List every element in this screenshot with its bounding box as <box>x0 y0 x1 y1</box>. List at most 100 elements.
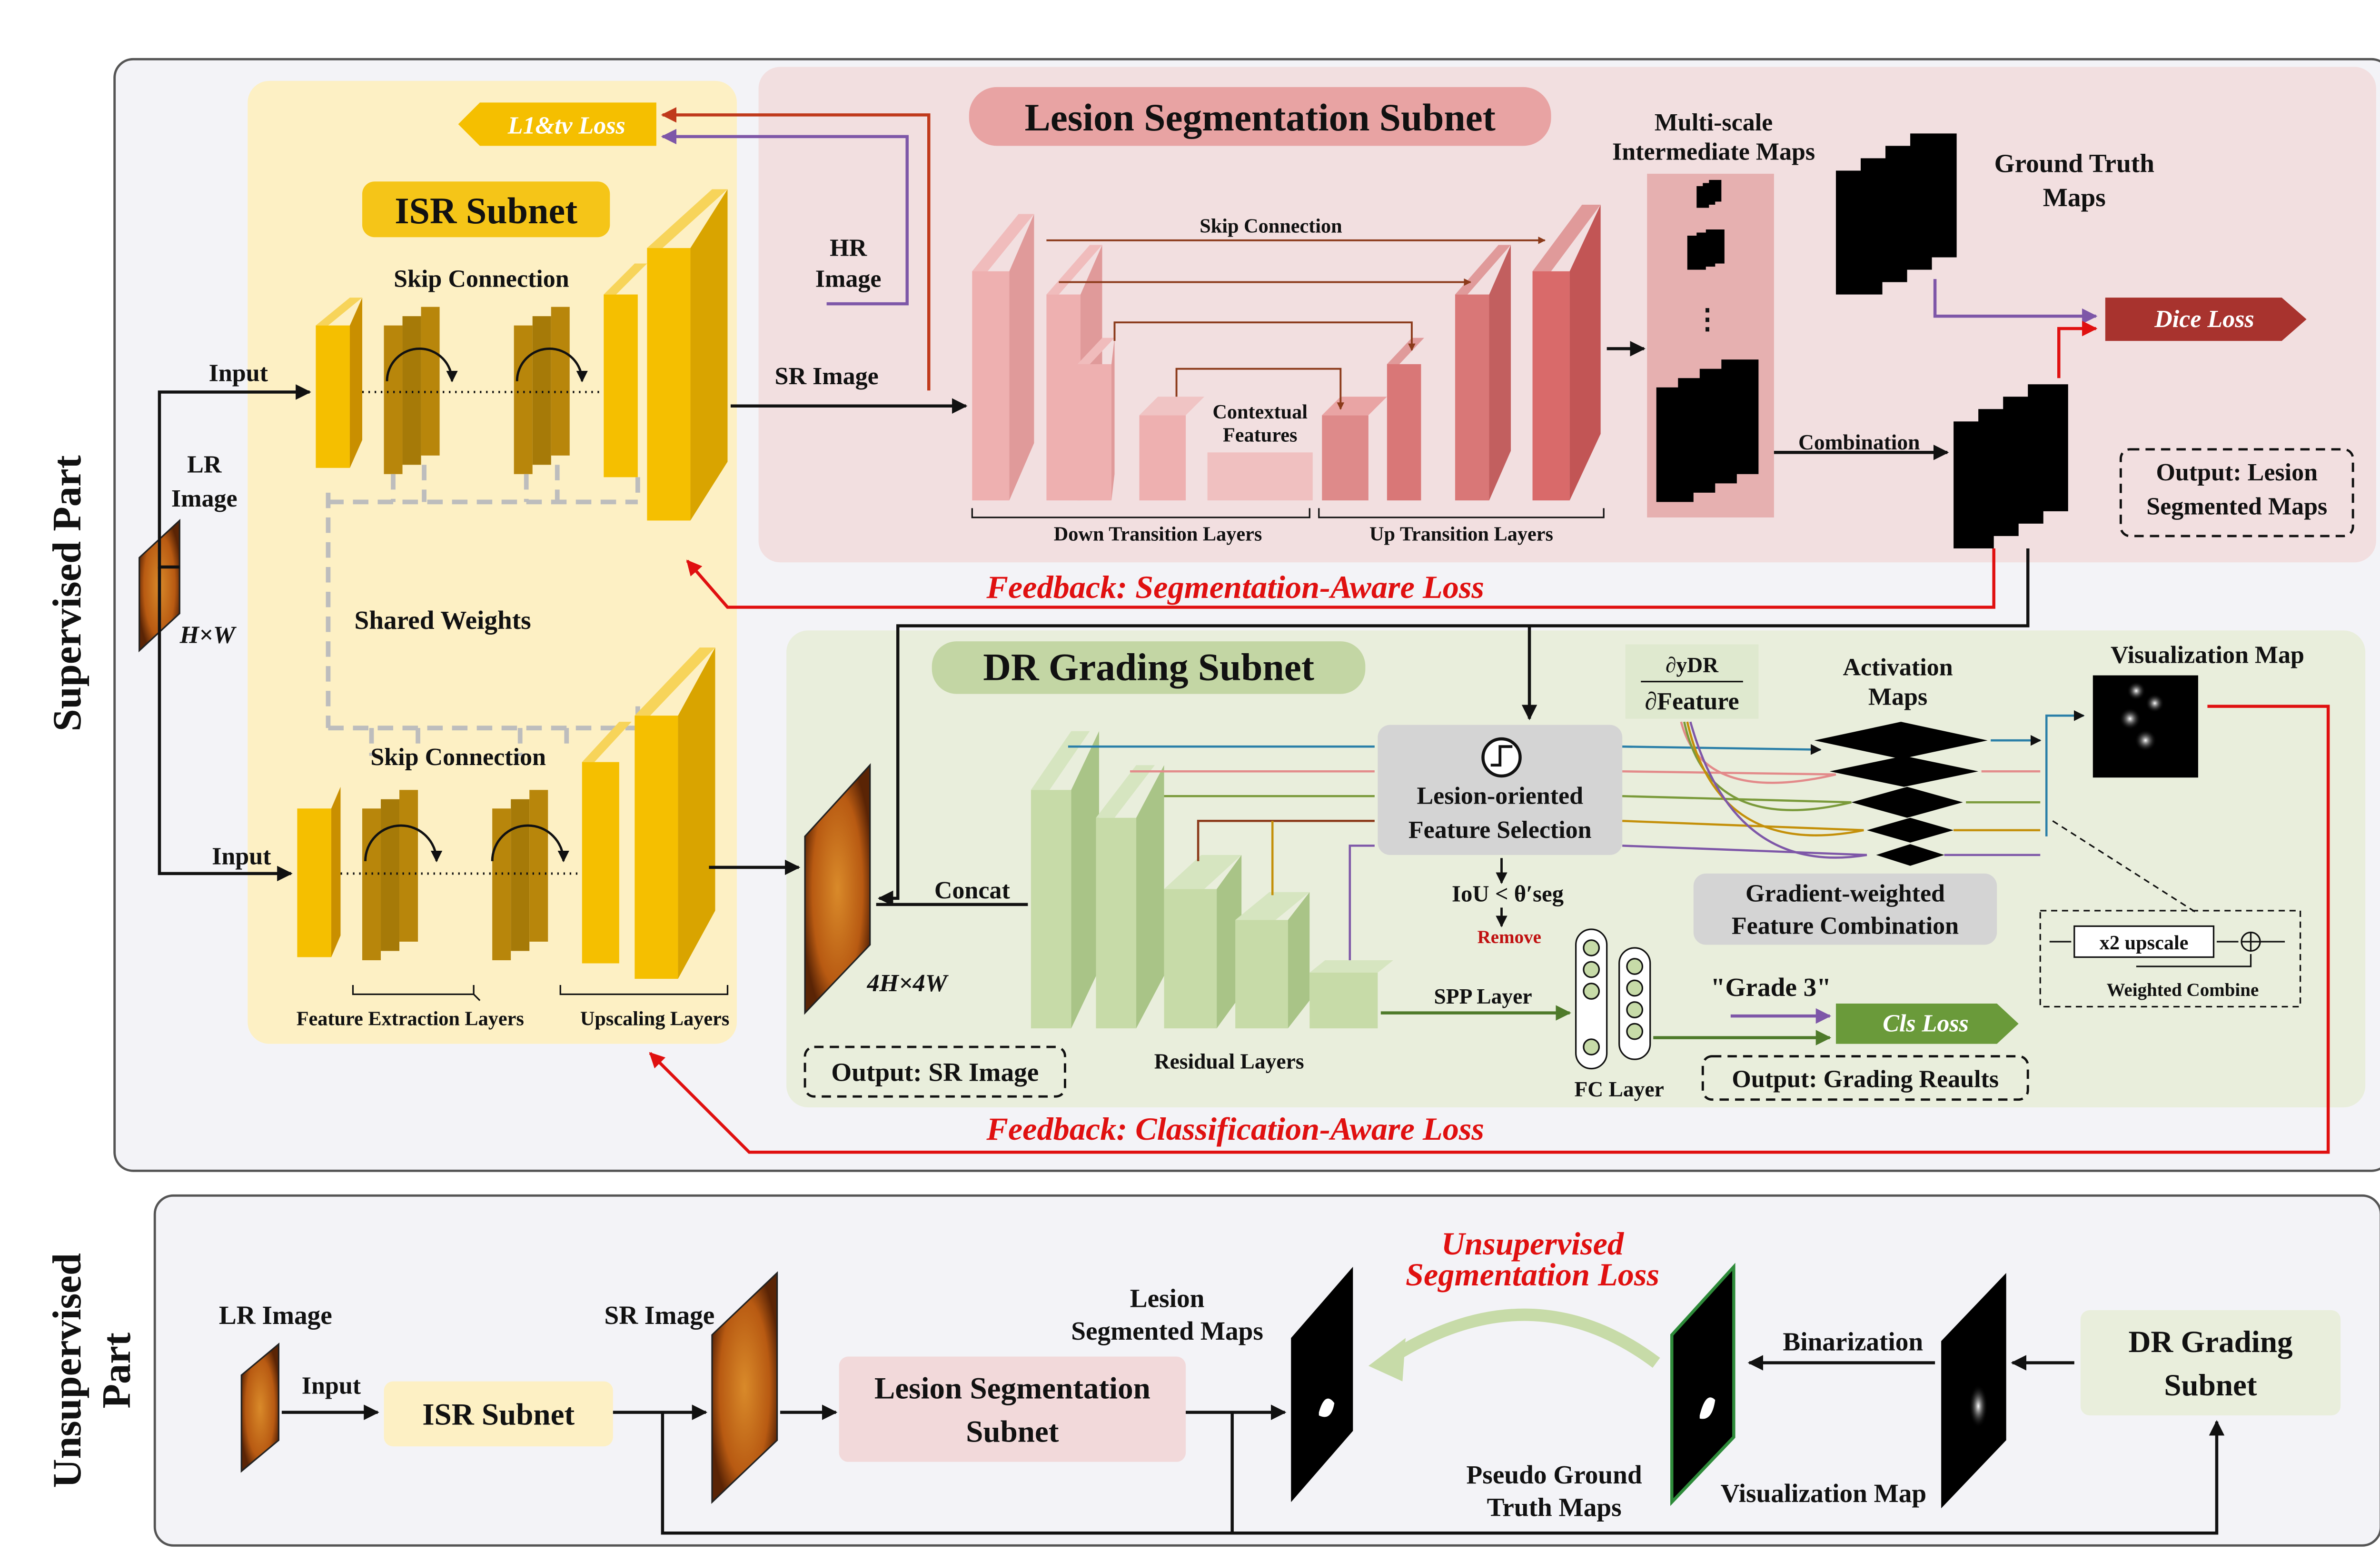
lr-label-1: LR <box>187 451 222 478</box>
gt-label-1: Ground Truth <box>1994 149 2154 178</box>
u-dr-label-2: Subnet <box>2164 1368 2257 1403</box>
sr-size-label: 4H×4W <box>867 970 949 997</box>
u-pseudo-gt-map <box>1670 1263 1735 1506</box>
up-transition-label: Up Transition Layers <box>1369 523 1553 546</box>
remove-label: Remove <box>1478 927 1541 947</box>
visualization-label: Visualization Map <box>2111 642 2304 669</box>
lofs-label-1: Lesion-oriented <box>1417 783 1583 810</box>
sr-fundus-image <box>804 763 871 1015</box>
ground-truth-maps <box>1835 133 1957 295</box>
fc-layer <box>1575 928 1651 1070</box>
u-loss-arrow <box>1390 1308 1660 1368</box>
contextual-label-1: Contextual <box>1212 401 1308 423</box>
isr-title: ISR Subnet <box>395 190 577 231</box>
unsupervised-label-2: Part <box>95 1333 139 1409</box>
u-dr-label-1: DR Grading <box>2128 1325 2292 1359</box>
spp-label: SPP Layer <box>1434 984 1532 1008</box>
activation-label-1: Activation <box>1843 654 1953 681</box>
residual-blocks <box>1031 731 1393 1029</box>
grad-denominator: ∂Feature <box>1645 688 1739 715</box>
output-grade-box <box>1701 1055 2029 1101</box>
seg-skip-label: Skip Connection <box>1200 215 1342 238</box>
isr-top-blocks <box>316 189 728 521</box>
u-input-label: Input <box>302 1373 361 1400</box>
input-bottom-label: Input <box>212 843 271 870</box>
u-seg-box <box>839 1356 1186 1462</box>
upscaling-label: Upscaling Layers <box>580 1008 729 1030</box>
output-seg-label-2: Segmented Maps <box>2146 493 2327 520</box>
cls-loss-tag <box>1835 1004 2019 1044</box>
iou-label: IoU < θ′seg <box>1452 881 1564 906</box>
feature-extraction-label: Feature Extraction Layers <box>297 1008 524 1030</box>
down-transition-label: Down Transition Layers <box>1054 523 1262 546</box>
u-seg-label-1: Lesion Segmentation <box>874 1371 1150 1405</box>
u-loss-label-2: Segmentation Loss <box>1406 1256 1659 1293</box>
activation-label-2: Maps <box>1868 683 1927 710</box>
dice-loss-label: Dice Loss <box>2154 306 2254 333</box>
output-sr-box <box>803 1045 1066 1098</box>
l1-tv-loss-label: L1&tv Loss <box>507 112 625 139</box>
output-seg-box <box>2119 448 2354 537</box>
u-pseudo-label-1: Pseudo Ground <box>1467 1460 1642 1489</box>
gradient-combination-box <box>1693 873 1997 945</box>
isr-bottom-blocks <box>297 647 715 979</box>
grade-label: "Grade 3" <box>1711 973 1831 1002</box>
u-binarization-label: Binarization <box>1783 1327 1923 1356</box>
u-seg-label-2: Subnet <box>966 1414 1059 1449</box>
concat-label: Concat <box>934 877 1011 904</box>
shared-weights-label: Shared Weights <box>355 606 531 635</box>
u-lesion-label-1: Lesion <box>1130 1283 1205 1313</box>
u-lr-label: LR Image <box>219 1301 332 1330</box>
u-sr-image <box>711 1271 778 1504</box>
l1-tv-loss-tag <box>458 102 656 146</box>
hr-label-2: Image <box>815 265 882 292</box>
output-seg-label-1: Output: Lesion <box>2156 459 2318 486</box>
u-dr-box <box>2080 1310 2341 1416</box>
fc-label: FC Layer <box>1575 1077 1664 1101</box>
grad-numerator: ∂yDR <box>1666 653 1719 677</box>
combination-label: Combination <box>1798 430 1920 454</box>
seg-unet-blocks <box>972 204 1601 501</box>
sr-image-label: SR Image <box>775 363 879 390</box>
hr-label-1: HR <box>830 234 867 261</box>
u-sr-label: SR Image <box>604 1301 714 1330</box>
u-lesion-label-2: Segmented Maps <box>1071 1316 1263 1345</box>
output-grade-label: Output: Grading Reaults <box>1732 1066 1999 1093</box>
multiscale-maps <box>1656 179 1759 502</box>
upscale-combine-box <box>2039 910 2301 1008</box>
u-segmented-map <box>1291 1266 1353 1502</box>
skip-top-label: Skip Connection <box>394 265 569 292</box>
upscale-label: x2 upscale <box>2100 932 2189 954</box>
skip-bottom-label: Skip Connection <box>370 744 546 771</box>
gw-label-1: Gradient-weighted <box>1745 880 1945 907</box>
u-isr-box <box>384 1381 613 1447</box>
u-pseudo-label-2: Truth Maps <box>1487 1492 1622 1522</box>
u-isr-label: ISR Subnet <box>422 1398 575 1432</box>
segmented-maps <box>1954 384 2068 548</box>
u-lr-image <box>240 1343 280 1473</box>
contextual-label-2: Features <box>1223 424 1298 447</box>
multiscale-label-2: Intermediate Maps <box>1612 139 1815 166</box>
cls-loss-label: Cls Loss <box>1883 1010 1969 1037</box>
residual-label: Residual Layers <box>1154 1049 1304 1074</box>
visualization-map <box>2092 675 2198 778</box>
dr-title: DR Grading Subnet <box>983 646 1314 688</box>
input-top-label: Input <box>209 360 268 387</box>
gt-label-2: Maps <box>2043 183 2106 212</box>
u-vis-label: Visualization Map <box>1721 1479 1926 1508</box>
feedback-cls-label: Feedback: Classification-Aware Loss <box>986 1111 1484 1147</box>
output-sr-label: Output: SR Image <box>831 1058 1039 1087</box>
unsupervised-label-1: Unsupervised <box>45 1253 89 1488</box>
multiscale-label-1: Multi-scale <box>1655 109 1773 136</box>
feedback-seg-label: Feedback: Segmentation-Aware Loss <box>986 569 1484 605</box>
weighted-combine-label: Weighted Combine <box>2107 980 2259 1000</box>
u-loss-label-1: Unsupervised <box>1441 1225 1624 1262</box>
lr-size: H×W <box>179 621 237 648</box>
seg-title: Lesion Segmentation Subnet <box>1025 96 1496 139</box>
lesion-feature-selection-box <box>1378 725 1623 855</box>
svg-text:⋮: ⋮ <box>1694 304 1722 335</box>
supervised-part-label: Supervised Part <box>45 455 89 731</box>
gw-label-2: Feature Combination <box>1732 913 1959 940</box>
lr-label-2: Image <box>171 485 238 512</box>
lofs-label-2: Feature Selection <box>1408 816 1592 844</box>
